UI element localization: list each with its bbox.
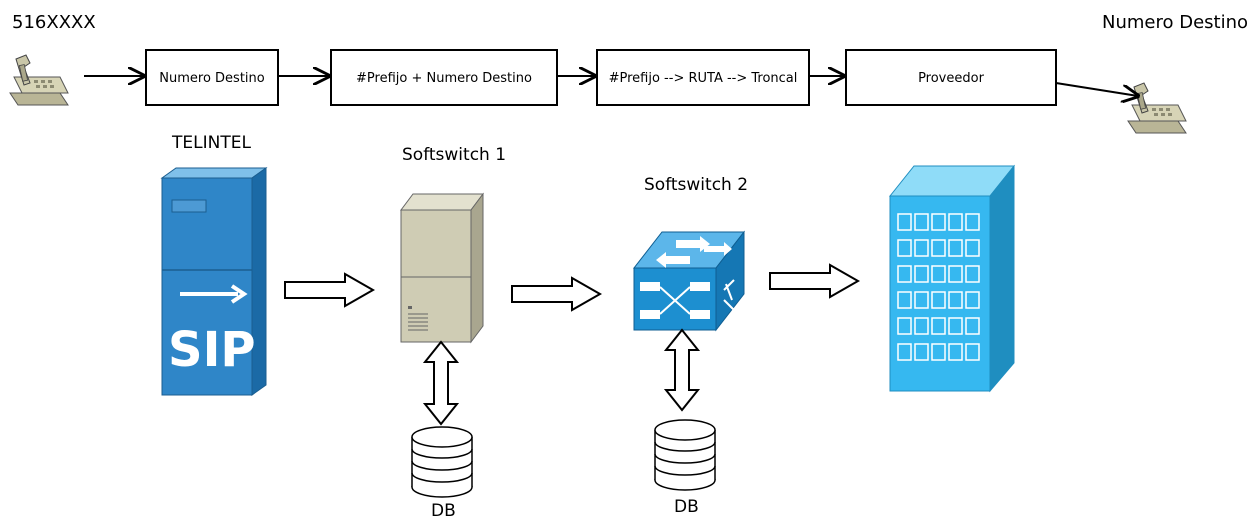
telintel-label: TELINTEL [171, 133, 251, 153]
sip-badge-label: SIP [168, 322, 256, 378]
flow-step-4-box: Proveedor [845, 49, 1057, 106]
ss2-db-double-arrow [663, 328, 701, 412]
flow-step-1-box: Numero Destino [145, 49, 279, 106]
callee-label: Numero Destino [1102, 12, 1248, 33]
office-building-icon [888, 164, 1016, 393]
flow-step-3-box: #Prefijo --> RUTA --> Troncal [596, 49, 810, 106]
ss1-db-double-arrow [422, 340, 460, 426]
server-tower-icon [400, 192, 484, 344]
caller-telephone-icon [9, 54, 69, 106]
hollow-arrow-ss2-to-provider [769, 264, 859, 298]
sip-server-icon: SIP [160, 167, 268, 396]
flow-step-1-label: Numero Destino [159, 71, 265, 86]
ss1-db-label: DB [431, 501, 456, 521]
ss2-db-label: DB [674, 497, 699, 517]
flow-step-3-label: #Prefijo --> RUTA --> Troncal [609, 71, 798, 86]
hollow-arrow-telintel-to-ss1 [284, 273, 374, 307]
hollow-arrow-ss1-to-ss2 [511, 277, 601, 311]
flow-step-4-label: Proveedor [918, 71, 985, 86]
ss1-database-icon [411, 426, 473, 498]
network-switch-icon [632, 230, 746, 332]
softswitch1-label: Softswitch 1 [402, 145, 506, 165]
flow-step-2-label: #Prefijo + Numero Destino [356, 71, 532, 86]
flow-arrow-step4-to-callee [1055, 82, 1138, 96]
softswitch2-label: Softswitch 2 [644, 175, 748, 195]
ss2-database-icon [654, 419, 716, 491]
caller-number-label: 516XXXX [12, 12, 96, 33]
flow-step-2-box: #Prefijo + Numero Destino [330, 49, 558, 106]
callee-telephone-icon [1127, 82, 1187, 134]
